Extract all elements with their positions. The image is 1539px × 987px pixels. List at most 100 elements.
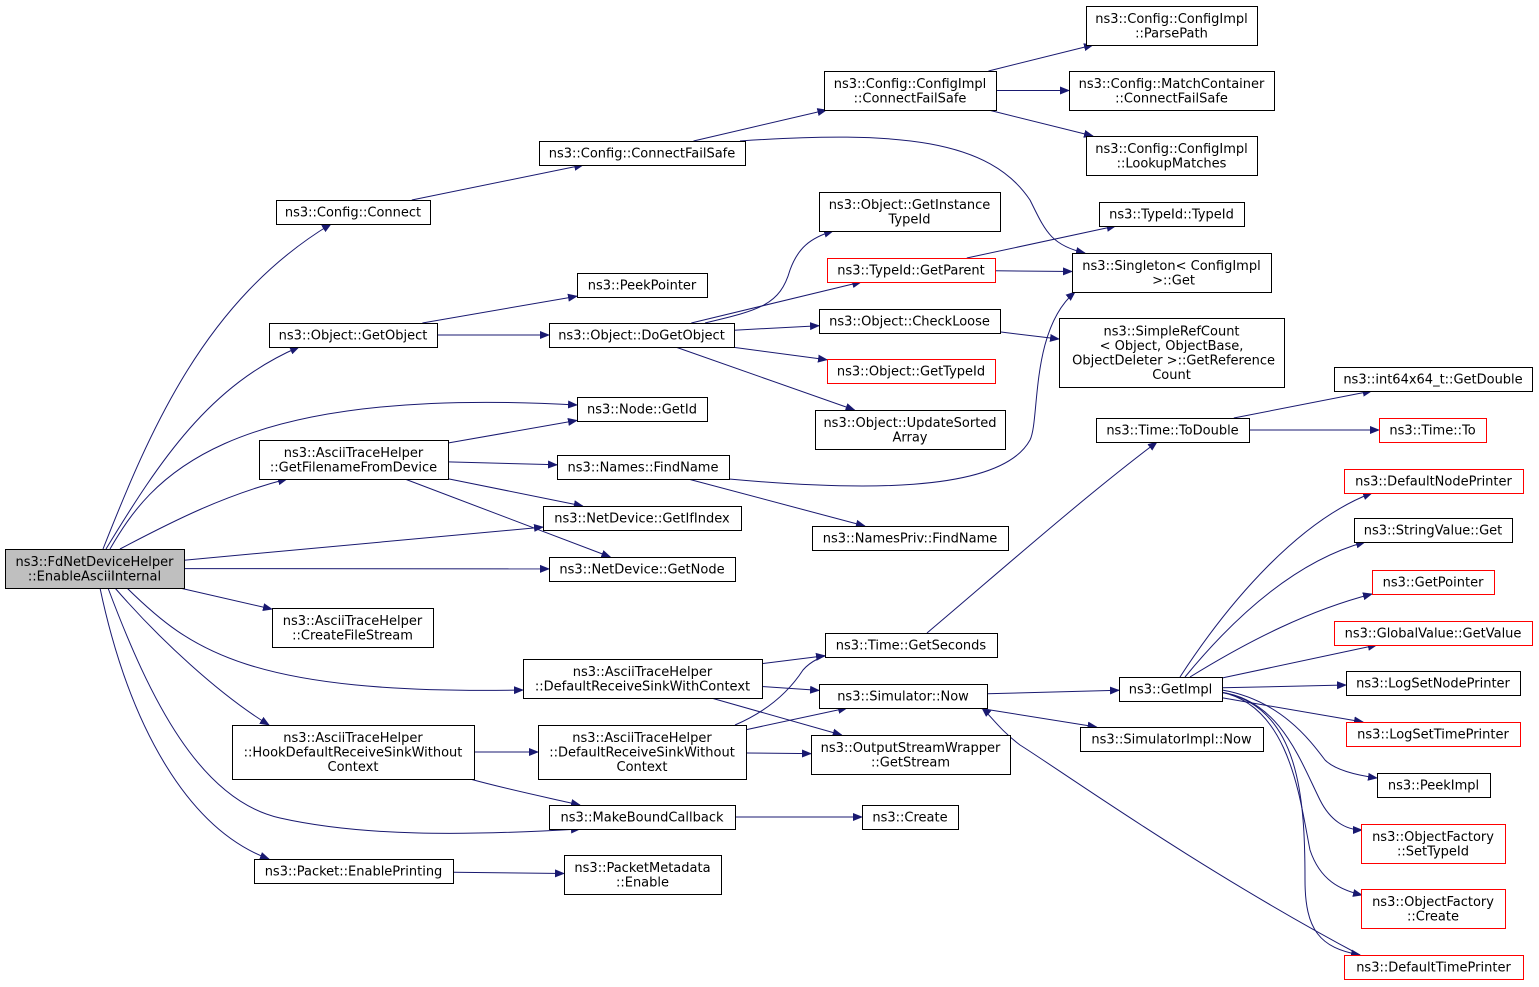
node-label-line: ns3::ObjectFactory (1372, 830, 1494, 845)
edge-getimpl-to-stringvalue_get (1184, 540, 1366, 678)
node-matchcontainer-connectfailsafe[interactable]: ns3::Config::MatchContainer::ConnectFail… (1069, 71, 1275, 111)
node-label-line: ::GetStream (871, 755, 950, 770)
node-time-to[interactable]: ns3::Time::To (1379, 418, 1487, 443)
edge-time_getseconds-to-time_todouble (926, 441, 1158, 634)
node-int64x64-getdouble[interactable]: ns3::int64x64_t::GetDouble (1334, 367, 1533, 392)
node-ascii-defaultreceivesinkwithoutcontext[interactable]: ns3::AsciiTraceHelper::DefaultReceiveSin… (538, 725, 747, 780)
node-namespriv-findname[interactable]: ns3::NamesPriv::FindName (812, 526, 1009, 551)
edge-getimpl-to-logsetnodeprinter (1221, 681, 1347, 690)
edge-object_dogetobject-to-object_updatesortedarray (675, 346, 856, 411)
node-packetmetadata-enable[interactable]: ns3::PacketMetadata::Enable (564, 855, 722, 895)
node-objectfactory-create[interactable]: ns3::ObjectFactory::Create (1361, 889, 1506, 929)
node-names-findname[interactable]: ns3::Names::FindName (557, 455, 730, 480)
node-ascii-createfilestream[interactable]: ns3::AsciiTraceHelper::CreateFileStream (272, 608, 434, 648)
edge-ascii_defaultreceivesinkwithoutcontext-to-time_getseconds (734, 649, 841, 726)
node-object-gettypeid[interactable]: ns3::Object::GetTypeId (827, 359, 996, 384)
edge-ascii_getfilenamefromdevice-to-node_getid (447, 418, 578, 444)
node-root[interactable]: ns3::FdNetDeviceHelper::EnableAsciiInter… (5, 549, 185, 589)
node-stringvalue-get[interactable]: ns3::StringValue::Get (1354, 518, 1513, 543)
node-singleton-get[interactable]: ns3::Singleton< ConfigImpl >::Get (1072, 253, 1272, 293)
node-label-line: ns3::TypeId::TypeId (1109, 208, 1234, 223)
node-label-line: Context (328, 760, 379, 775)
node-label-line: ns3::Names::FindName (568, 461, 719, 476)
node-time-getseconds[interactable]: ns3::Time::GetSeconds (825, 633, 998, 658)
node-netdevice-getifindex[interactable]: ns3::NetDevice::GetIfIndex (543, 506, 742, 531)
node-logsetnodeprinter[interactable]: ns3::LogSetNodePrinter (1346, 671, 1521, 696)
node-packet-enableprinting[interactable]: ns3::Packet::EnablePrinting (254, 859, 454, 884)
node-config-connectfailsafe[interactable]: ns3::Config::ConnectFailSafe (539, 141, 746, 166)
node-time-todouble[interactable]: ns3::Time::ToDouble (1096, 418, 1250, 443)
node-object-getobject[interactable]: ns3::Object::GetObject (269, 323, 438, 348)
node-create[interactable]: ns3::Create (862, 805, 959, 830)
node-netdevice-getnode[interactable]: ns3::NetDevice::GetNode (549, 557, 736, 582)
node-simulator-now[interactable]: ns3::Simulator::Now (819, 684, 988, 709)
node-configimpl-lookupmatches[interactable]: ns3::Config::ConfigImpl::LookupMatches (1086, 136, 1258, 176)
node-box (543, 506, 742, 531)
node-label-line: ::ConnectFailSafe (854, 91, 967, 106)
node-label-line: ns3::PeekPointer (588, 279, 697, 294)
node-box (259, 440, 449, 480)
node-ascii-defaultreceivesinkwithcontext[interactable]: ns3::AsciiTraceHelper::DefaultReceiveSin… (523, 659, 763, 699)
node-ascii-getfilenamefromdevice[interactable]: ns3::AsciiTraceHelper::GetFilenameFromDe… (259, 440, 449, 480)
node-ascii-hookdefaultreceivesinkwithoutcontext[interactable]: ns3::AsciiTraceHelper::HookDefaultReceiv… (232, 725, 475, 780)
edge-root-to-node_getid (109, 400, 578, 550)
node-box (1344, 955, 1524, 980)
node-node-getid[interactable]: ns3::Node::GetId (577, 397, 708, 422)
node-getpointer[interactable]: ns3::GetPointer (1372, 570, 1495, 595)
edge-getimpl-to-defaultnodeprinter (1179, 492, 1373, 678)
node-label-line: ns3::Config::MatchContainer (1079, 77, 1265, 92)
node-label-line: ns3::AsciiTraceHelper (572, 731, 712, 746)
node-label-line: ns3::Object::GetObject (279, 329, 428, 344)
node-peekimpl[interactable]: ns3::PeekImpl (1377, 773, 1491, 798)
node-logsettimeprinter[interactable]: ns3::LogSetTimePrinter (1346, 722, 1521, 747)
edge-ascii_defaultreceivesinkwithcontext-to-outputstreamwrapper_getstream (711, 697, 843, 737)
node-configimpl-connectfailsafe[interactable]: ns3::Config::ConfigImpl::ConnectFailSafe (824, 71, 997, 111)
node-box (827, 359, 996, 384)
node-objectfactory-settypeid[interactable]: ns3::ObjectFactory::SetTypeId (1361, 824, 1506, 864)
edge-ascii_getfilenamefromdevice-to-netdevice_getnode (404, 478, 612, 558)
node-object-checkloose[interactable]: ns3::Object::CheckLoose (819, 309, 1001, 334)
edge-getimpl-to-objectfactory_create (1219, 691, 1363, 897)
edge-object_dogetobject-to-object_checkloose (733, 322, 820, 331)
node-makeboundcallback[interactable]: ns3::MakeBoundCallback (549, 805, 736, 830)
node-box (1086, 6, 1258, 46)
node-simulatorimpl-now[interactable]: ns3::SimulatorImpl::Now (1080, 727, 1264, 752)
node-label-line: ::Enable (616, 875, 669, 890)
node-getimpl[interactable]: ns3::GetImpl (1119, 677, 1223, 702)
node-box (549, 805, 736, 830)
edge-configimpl_connectfailsafe-to-configimpl_parsepath (988, 43, 1094, 72)
node-simplerefcount[interactable]: ns3::SimpleRefCount< Object, ObjectBase,… (1059, 318, 1285, 388)
node-box (538, 725, 747, 780)
node-box (1086, 136, 1258, 176)
node-box (1334, 367, 1533, 392)
node-label-line: ns3::SimpleRefCount (1103, 324, 1239, 339)
node-defaulttimeprinter[interactable]: ns3::DefaultTimePrinter (1344, 955, 1524, 980)
edge-config_connect-to-config_connectfailsafe (411, 162, 585, 201)
node-box (1096, 418, 1250, 443)
node-defaultnodeprinter[interactable]: ns3::DefaultNodePrinter (1344, 469, 1524, 494)
node-box (1119, 677, 1223, 702)
edges-layer (99, 43, 1380, 958)
node-typeid-getparent[interactable]: ns3::TypeId::GetParent (827, 258, 996, 283)
node-globalvalue-getvalue[interactable]: ns3::GlobalValue::GetValue (1334, 621, 1533, 646)
edge-typeid_getparent-to-singleton_get (994, 267, 1073, 276)
node-label-line: ::SetTypeId (1397, 844, 1469, 859)
node-label-line: ::GetFilenameFromDevice (270, 460, 437, 475)
node-typeid-typeid[interactable]: ns3::TypeId::TypeId (1099, 202, 1245, 227)
node-box (1344, 469, 1524, 494)
node-box (276, 200, 431, 225)
node-config-connect[interactable]: ns3::Config::Connect (276, 200, 431, 225)
node-label-line: Array (892, 430, 927, 445)
node-peekpointer[interactable]: ns3::PeekPointer (577, 273, 708, 298)
node-configimpl-parsepath[interactable]: ns3::Config::ConfigImpl::ParsePath (1086, 6, 1258, 46)
node-outputstreamwrapper-getstream[interactable]: ns3::OutputStreamWrapper::GetStream (811, 735, 1011, 775)
node-label-line: ::HookDefaultReceiveSinkWithout (244, 746, 463, 761)
node-box (549, 557, 736, 582)
node-box (815, 410, 1006, 450)
edge-root-to-ascii_createfilestream (179, 587, 273, 611)
node-object-dogetobject[interactable]: ns3::Object::DoGetObject (549, 323, 735, 348)
edge-getimpl-to-objectfactory_settypeid (1219, 691, 1363, 834)
